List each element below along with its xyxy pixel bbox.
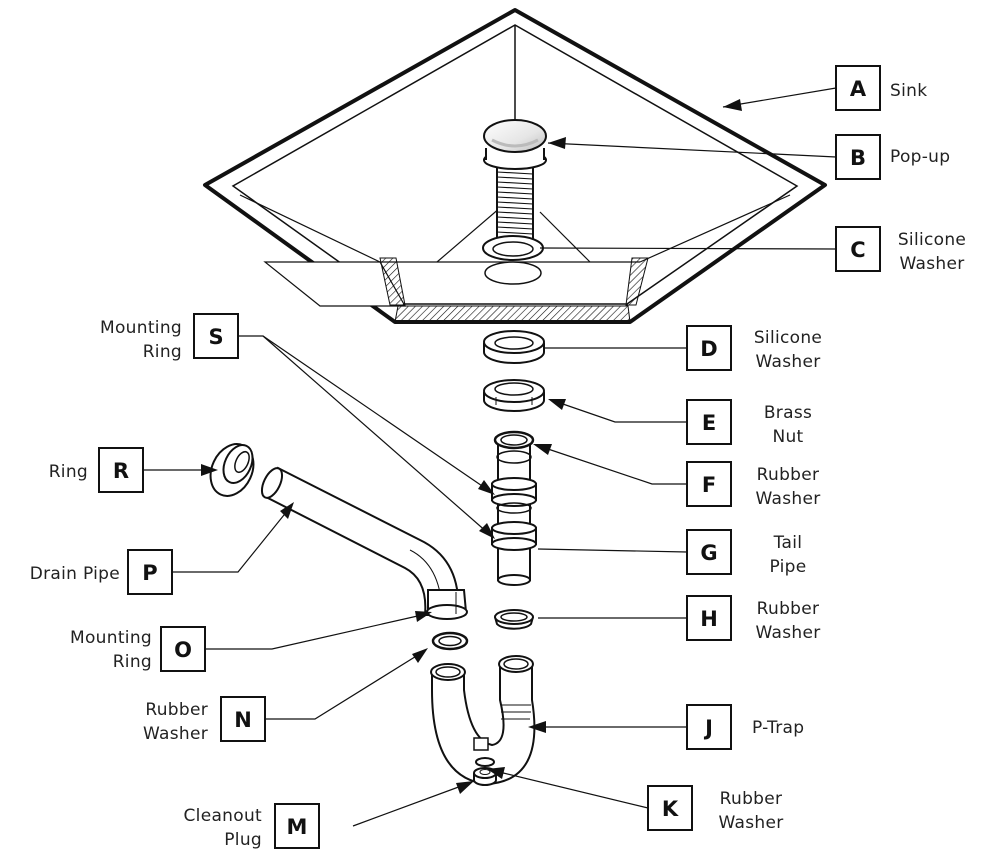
callout-label-line: Ring bbox=[49, 462, 88, 482]
callout-p: P Drain Pipe bbox=[30, 549, 173, 595]
callout-label-line: Rubber bbox=[757, 599, 820, 619]
callout-label-line: Washer bbox=[755, 352, 820, 372]
callout-label-line: Nut bbox=[772, 427, 803, 447]
rubber-washer-k bbox=[475, 757, 495, 767]
callout-label-line: Pipe bbox=[769, 557, 806, 577]
callout-letter: M bbox=[287, 815, 308, 839]
callout-box bbox=[835, 134, 881, 180]
callout-label-line: Rubber bbox=[757, 465, 820, 485]
callout-box bbox=[686, 595, 732, 641]
callout-label-line: Silicone bbox=[754, 328, 822, 348]
callout-box bbox=[835, 226, 881, 272]
callout-letter: S bbox=[208, 325, 223, 349]
callout-box bbox=[193, 313, 239, 359]
callout-letter: N bbox=[234, 708, 252, 732]
callout-letter: F bbox=[702, 473, 716, 497]
callout-box bbox=[127, 549, 173, 595]
callout-j: J P-Trap bbox=[686, 704, 804, 750]
callout-box bbox=[647, 785, 693, 831]
callout-letter: G bbox=[700, 541, 717, 565]
callout-label-line: Plug bbox=[224, 830, 262, 850]
callout-letter: K bbox=[662, 797, 679, 821]
callout-box bbox=[835, 65, 881, 111]
callout-a: A Sink bbox=[835, 65, 927, 111]
tail-pipe bbox=[491, 430, 537, 586]
callout-label-line: Washer bbox=[143, 724, 208, 744]
callout-label-line: Ring bbox=[113, 652, 152, 672]
callout-letter: H bbox=[700, 607, 718, 631]
callout-label-line: Brass bbox=[764, 403, 812, 423]
callout-letter: J bbox=[703, 716, 713, 740]
callout-label-line: Washer bbox=[899, 254, 964, 274]
p-trap bbox=[430, 655, 536, 786]
brass-nut bbox=[483, 379, 545, 412]
callout-label-line: Washer bbox=[755, 489, 820, 509]
callout-label-line: Drain Pipe bbox=[30, 564, 120, 584]
callout-box bbox=[220, 696, 266, 742]
callout-label-line: Tail bbox=[773, 533, 803, 553]
callout-label-line: Cleanout bbox=[184, 806, 263, 826]
callout-label-line: Washer bbox=[718, 813, 783, 833]
callout-letter: R bbox=[113, 459, 129, 483]
callout-box bbox=[686, 529, 732, 575]
callout-box bbox=[686, 399, 732, 445]
silicone-washer-c bbox=[482, 235, 544, 285]
callout-box bbox=[686, 461, 732, 507]
callout-box bbox=[160, 626, 206, 672]
silicone-washer-d bbox=[483, 330, 545, 364]
leader-lines bbox=[143, 87, 837, 827]
callout-label-line: Mounting bbox=[100, 318, 182, 338]
callout-letter: E bbox=[702, 411, 716, 435]
callout-letter: O bbox=[174, 638, 192, 662]
callout-box bbox=[686, 704, 732, 750]
callout-label-line: Ring bbox=[143, 342, 182, 362]
callout-letter: A bbox=[850, 77, 867, 101]
drain-pipe bbox=[260, 466, 468, 620]
callout-letter: C bbox=[850, 238, 865, 262]
callout-r: R Ring bbox=[49, 447, 144, 493]
callout-b: B Pop-up bbox=[835, 134, 950, 180]
callout-box bbox=[686, 325, 732, 371]
rubber-washer-h bbox=[494, 609, 534, 630]
callout-box bbox=[274, 803, 320, 849]
cleanout-plug bbox=[473, 767, 497, 786]
callout-label-line: Sink bbox=[890, 81, 927, 101]
callout-letter: P bbox=[142, 561, 157, 585]
callout-label-line: Silicone bbox=[898, 230, 966, 250]
callout-label-line: Rubber bbox=[720, 789, 783, 809]
rubber-washer-n bbox=[431, 631, 469, 651]
callout-label-line: Rubber bbox=[145, 700, 208, 720]
callout-label-line: Mounting bbox=[70, 628, 152, 648]
callout-letter: B bbox=[850, 146, 866, 170]
callout-label-line: Washer bbox=[755, 623, 820, 643]
callout-label-line: Pop-up bbox=[890, 147, 950, 167]
escutcheon-ring bbox=[209, 443, 255, 497]
callout-box bbox=[98, 447, 144, 493]
callout-letter: D bbox=[700, 337, 717, 361]
callout-label-line: P-Trap bbox=[752, 718, 804, 738]
